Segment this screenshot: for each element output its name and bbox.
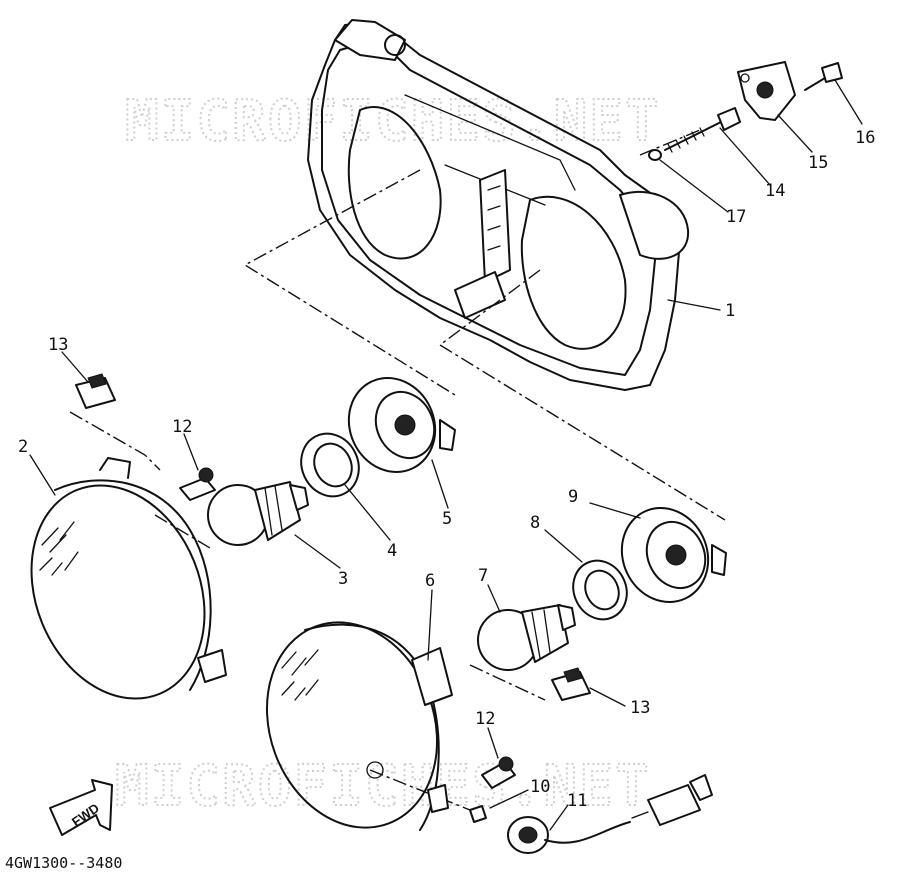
fwd-arrow-icon: FWD	[49, 779, 113, 836]
callout-16: 16	[855, 128, 875, 148]
callout-9: 9	[568, 487, 578, 507]
part-7-bulb	[477, 604, 576, 671]
callout-12-upper: 12	[172, 417, 192, 437]
leader-lines	[29, 79, 863, 831]
watermark-bottom: MICROFICHES.NET	[115, 754, 651, 819]
callout-2: 2	[18, 437, 28, 457]
callout-15: 15	[808, 153, 828, 173]
alignment-lines	[69, 129, 726, 811]
part-9-bulb-cover	[620, 507, 727, 603]
watermark-top: MICROFICHES.NET	[125, 89, 661, 154]
callout-6: 6	[425, 571, 435, 591]
part-17-washer	[648, 149, 662, 161]
part-14-adjusting-screw	[664, 107, 741, 153]
callout-17: 17	[726, 207, 746, 227]
part-12-socket-upper	[179, 467, 216, 501]
callout-14: 14	[765, 181, 785, 201]
part-4-bulb-holder	[300, 432, 360, 498]
callout-4: 4	[387, 541, 397, 561]
callout-7: 7	[478, 566, 488, 586]
part-8-bulb-holder	[572, 559, 628, 621]
part-15-bracket	[737, 61, 796, 121]
callout-11: 11	[567, 791, 587, 811]
callout-13-upper: 13	[48, 335, 68, 355]
part-5-bulb-cover	[347, 377, 456, 473]
callout-8: 8	[530, 513, 540, 533]
callout-5: 5	[442, 509, 452, 529]
part-16-screw	[804, 62, 843, 91]
part-3-bulb	[207, 481, 309, 546]
part-10-small-bulb	[469, 805, 487, 823]
part-11-socket-wire	[507, 774, 713, 854]
callout-3: 3	[338, 569, 348, 589]
part-6-headlight-lens-right	[265, 621, 453, 831]
callout-1: 1	[725, 301, 735, 321]
callout-10: 10	[530, 777, 550, 797]
callout-13-lower: 13	[630, 698, 650, 718]
callout-12-lower: 12	[475, 709, 495, 729]
part-13-connector-lower	[551, 667, 591, 701]
part-13-connector-upper	[75, 373, 116, 409]
diagram-code: 4GW1300--3480	[5, 854, 122, 872]
part-12-socket-lower	[481, 756, 516, 789]
part-1-headlight-housing	[307, 19, 690, 391]
part-2-headlight-lens-left	[30, 457, 227, 700]
